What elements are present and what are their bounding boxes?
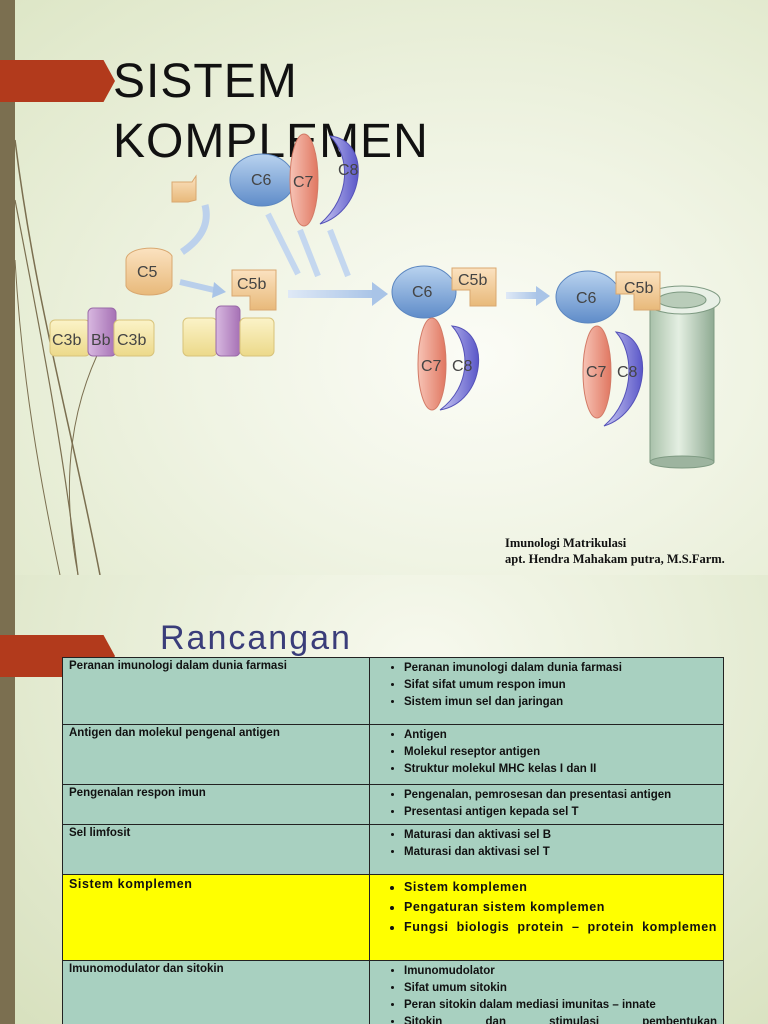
title-banner-arrow (0, 60, 115, 102)
c3b-right-block (113, 319, 155, 357)
topic-cell: Peranan imunologi dalam dunia farmasi (62, 657, 370, 725)
c6-mid (391, 265, 457, 319)
table-row: Sel limfosit Maturasi dan aktivasi sel B… (62, 824, 724, 875)
list-item: Sitokin dan stimulasi pembentukan (404, 1014, 717, 1024)
list-item: Maturasi dan aktivasi sel B (404, 827, 717, 844)
c7-mid (417, 317, 447, 411)
credits: Imunologi Matrikulasi apt. Hendra Mahaka… (505, 535, 725, 567)
table-row: Pengenalan respon imun Pengenalan, pemro… (62, 784, 724, 825)
convertase-bb (215, 305, 241, 357)
c5b-molecule (231, 269, 277, 311)
side-strip (0, 0, 15, 575)
list-item: Fungsi biologis protein – protein komple… (404, 917, 717, 937)
list-item: Pengenalan, pemrosesan dan presentasi an… (404, 787, 717, 804)
label-c6-mid: C6 (412, 284, 433, 301)
short-arrow-shaft (506, 292, 538, 299)
convertase-right (239, 317, 275, 357)
course-name: Imunologi Matrikulasi (505, 536, 627, 550)
subtopic-cell: Pengenalan, pemrosesan dan presentasi an… (369, 784, 724, 825)
long-arrow-shaft (288, 290, 374, 298)
label-c8-mid: C8 (452, 358, 473, 375)
c5-molecule (125, 247, 173, 296)
list-item: Sifat sifat umum respon imun (404, 677, 717, 694)
subtopic-cell: Peranan imunologi dalam dunia farmasi Si… (369, 657, 724, 725)
label-c5: C5 (137, 264, 158, 281)
label-c7-top: C7 (293, 174, 314, 191)
label-c7-mid: C7 (421, 358, 442, 375)
slide-2: Rancangan Peranan imunologi dalam dunia … (0, 575, 768, 1024)
topic-cell: Imunomodulator dan sitokin (62, 960, 370, 1024)
list-item: Maturasi dan aktivasi sel T (404, 844, 717, 861)
topic-cell: Pengenalan respon imun (62, 784, 370, 825)
cleavage-arrow (179, 279, 215, 293)
label-c5b-right1: C5b (458, 272, 487, 289)
convertase-left (182, 317, 218, 357)
label-c6-right: C6 (576, 290, 597, 307)
course-plan-table: Peranan imunologi dalam dunia farmasi Pe… (62, 657, 724, 1024)
topic-cell: Antigen dan molekul pengenal antigen (62, 724, 370, 785)
assembly-arrow-3 (327, 228, 351, 278)
subtopic-cell: Sistem komplemen Pengaturan sistem kompl… (369, 874, 724, 961)
c7-right (582, 325, 612, 419)
list-item: Molekul reseptor antigen (404, 744, 717, 761)
c8-right (603, 331, 644, 427)
side-strip-2 (0, 575, 15, 1024)
c5a-fragment (171, 174, 197, 203)
c8-mid (439, 325, 480, 411)
label-c8-right: C8 (617, 364, 638, 381)
topic-cell: Sel limfosit (62, 824, 370, 875)
label-c3b-right: C3b (117, 332, 146, 349)
list-item: Presentasi antigen kepada sel T (404, 804, 717, 821)
c6-right (555, 270, 621, 324)
label-c5b-mid: C5b (237, 276, 266, 293)
subtopic-cell: Antigen Molekul reseptor antigen Struktu… (369, 724, 724, 785)
author-name: apt. Hendra Mahakam putra, M.S.Farm. (505, 552, 725, 566)
list-item: Antigen (404, 727, 717, 744)
long-arrow-head (372, 282, 388, 306)
c8-top (319, 135, 359, 225)
table-row: Peranan imunologi dalam dunia farmasi Pe… (62, 657, 724, 725)
cleavage-arrowhead (212, 282, 226, 298)
assembly-arrow-2 (297, 228, 321, 278)
table-row-highlighted: Sistem komplemen Sistem komplemen Pengat… (62, 874, 724, 961)
label-c3b-left: C3b (52, 332, 81, 349)
short-arrow-head (536, 286, 550, 306)
label-bb: Bb (91, 332, 111, 349)
list-item: Peranan imunologi dalam dunia farmasi (404, 660, 717, 677)
c5b-right-complex (615, 271, 661, 311)
list-item: Sistem komplemen (404, 877, 717, 897)
list-item: Pengaturan sistem komplemen (404, 897, 717, 917)
subtopic-cell: Maturasi dan aktivasi sel B Maturasi dan… (369, 824, 724, 875)
membrane-pore (649, 303, 715, 463)
release-arrow (179, 204, 210, 255)
c7-top (289, 133, 319, 227)
label-c5b-right2: C5b (624, 280, 653, 297)
label-c6-top: C6 (251, 172, 272, 189)
list-item: Sistem imun sel dan jaringan (404, 694, 717, 711)
slide-1: SISTEM KOMPLEMEN (0, 0, 768, 575)
vine-decoration (14, 139, 111, 575)
label-c8-top: C8 (338, 162, 359, 179)
list-item: Sifat umum sitokin (404, 980, 717, 997)
c5b-mid-complex (451, 267, 497, 307)
complement-pathway-diagram: C3b Bb C3b C5 C5b C6 C7 C8 (49, 133, 721, 469)
slide-2-title: Rancangan (160, 619, 352, 657)
assembly-arrow-1 (265, 212, 301, 276)
subtopic-cell: Imunomudolator Sifat umum sitokin Peran … (369, 960, 724, 1024)
topic-cell: Sistem komplemen (62, 874, 370, 961)
list-item: Imunomudolator (404, 963, 717, 980)
label-c7-right: C7 (586, 364, 607, 381)
pore-bottom (649, 455, 715, 469)
list-item: Peran sitokin dalam mediasi imunitas – i… (404, 997, 717, 1014)
table-row: Antigen dan molekul pengenal antigen Ant… (62, 724, 724, 785)
pore-opening (657, 291, 707, 309)
list-item: Struktur molekul MHC kelas I dan II (404, 761, 717, 778)
table-row: Imunomodulator dan sitokin Imunomudolato… (62, 960, 724, 1024)
